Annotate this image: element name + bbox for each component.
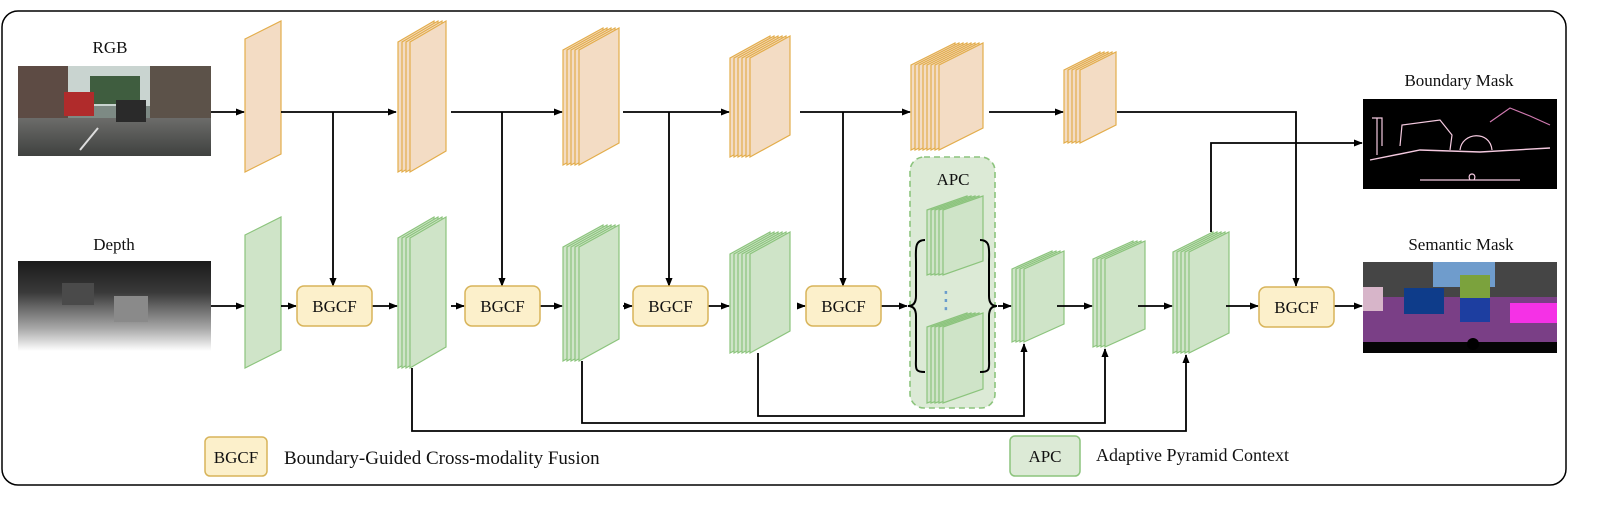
bgcf-module-2-label: BGCF [480,297,524,316]
rgb-stage-3 [562,26,620,167]
bgcf-module-3: BGCF [632,285,709,327]
bgcf-module-2-box [464,285,541,327]
bgcf-module-5: BGCF [1258,286,1335,328]
apc-block-top [926,195,984,276]
decoder-stage-2 [1092,240,1146,348]
legend-apc-abbr: APC [1028,447,1061,466]
legend-bgcf-swatch [204,436,268,477]
legend-apc-desc: Adaptive Pyramid Context [1096,445,1289,465]
decoder-stage-1-plate [1023,250,1065,343]
depth-stage-4 [729,230,791,355]
arrow-rgb6-bgcf5 [1117,111,1300,287]
skip-d2-dec3 [411,354,1190,432]
decoder-stage-3-plate [1188,231,1230,354]
bgcf-module-2: BGCF [464,285,541,327]
rgb-stage-4 [729,34,791,159]
apc-right-brace [979,239,998,373]
semantic-mask-image [1363,262,1557,353]
rgb-stage-4-plate [749,34,791,159]
rgb-stage-1-plate [244,20,282,173]
bgcf-module-1-box [296,285,373,327]
apc-left-brace [907,239,926,373]
legend-bgcf-abbr: BGCF [214,448,258,467]
rgb-stage-6-plate [1079,51,1117,144]
rgb-input-image [18,66,211,156]
depth-stage-4-plate [749,230,791,355]
apc-module-label: APC [936,170,969,189]
rgb-stage-2 [397,19,447,174]
depth-stage-2 [397,215,447,370]
bgcf-module-4-label: BGCF [821,297,865,316]
bgcf-module-4: BGCF [805,285,882,327]
decoder-stage-1 [1011,250,1065,343]
apc-block-bottom [926,312,984,404]
bgcf-module-5-label: BGCF [1274,298,1318,317]
decoder-stage-3 [1172,231,1230,354]
depth-stage-1 [244,216,282,369]
apc-module: APC ⋮ [907,156,998,409]
decoder-stage-2-plate [1104,240,1146,348]
bgcf-module-1-label: BGCF [312,297,356,316]
bgcf-module-1: BGCF [296,285,373,327]
depth-stage-1-plate [244,216,282,369]
depth-encoder-stream [244,215,1230,370]
bgcf-modules: BGCF BGCF BGCF BGCF BGCF [296,285,1335,328]
apc-dots: ⋮ [934,286,958,314]
legend-bgcf-desc: Boundary-Guided Cross-modality Fusion [284,448,600,469]
depth-stage-3 [562,223,620,363]
rgb-stage-6 [1063,51,1117,144]
rgb-stage-3-plate [578,26,620,167]
arrow-dec3-boundary [1210,139,1363,232]
apc-block-top-plate [942,195,984,276]
rgb-stage-1 [244,20,282,173]
bgcf-module-3-box [632,285,709,327]
boundary-mask-image [1363,99,1557,189]
legend-apc-swatch [1009,435,1081,477]
depth-stage-2-plate [409,215,447,370]
depth-input-image [18,261,211,351]
rgb-stage-5 [910,42,984,151]
rgb-label: RGB [93,38,128,57]
depth-label: Depth [93,235,135,254]
rgb-stage-5-plate [938,42,984,151]
bgcf-module-3-label: BGCF [648,297,692,316]
skip-d3-dec2 [581,348,1109,424]
legend: BGCF Boundary-Guided Cross-modality Fusi… [204,435,1289,477]
bgcf-module-4-box [805,285,882,327]
boundary-mask-label: Boundary Mask [1404,71,1514,90]
depth-stage-3-plate [578,223,620,363]
rgb-stage-2-plate [409,19,447,174]
rgb-encoder-stream [244,19,1117,174]
connection-arrows [211,108,1363,432]
skip-d4-dec1 [757,343,1028,417]
apc-block-bottom-plate [942,312,984,404]
semantic-mask-label: Semantic Mask [1408,235,1514,254]
bgcf-module-5-box [1258,286,1335,328]
